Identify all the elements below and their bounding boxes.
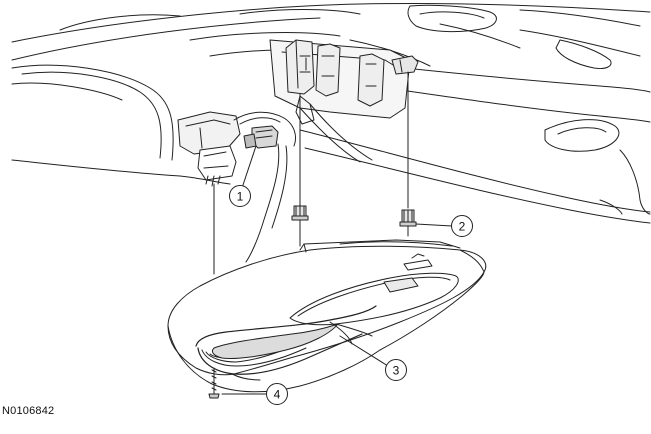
- callout-2: 2: [415, 215, 473, 237]
- callout-2-leader: [415, 223, 453, 227]
- callout-4: 4: [221, 383, 288, 405]
- clip-left: [291, 205, 309, 221]
- figure-id: N0106842: [2, 405, 55, 417]
- callout-4-label: 4: [274, 388, 281, 402]
- callout-2-label: 2: [459, 220, 466, 234]
- callout-3-label: 3: [393, 364, 400, 378]
- callout-3-leader: [339, 335, 389, 367]
- callout-4-bubble: [266, 383, 288, 405]
- clip-right: [399, 209, 417, 227]
- callout-2-bubble: [451, 215, 473, 237]
- callout-3: 3: [339, 335, 407, 381]
- console-bracket: [269, 39, 419, 163]
- screw-fastener: [208, 367, 220, 399]
- retaining-clips: [291, 205, 417, 227]
- callout-1: 1: [229, 145, 257, 207]
- callout-3-bubble: [385, 359, 407, 381]
- headliner-roof: [11, 2, 651, 224]
- overhead-console: [167, 239, 487, 393]
- callout-1-bubble: [229, 185, 251, 207]
- alignment-lines: [213, 71, 409, 275]
- electrical-connector-area: [177, 111, 297, 263]
- callout-1-label: 1: [237, 190, 244, 204]
